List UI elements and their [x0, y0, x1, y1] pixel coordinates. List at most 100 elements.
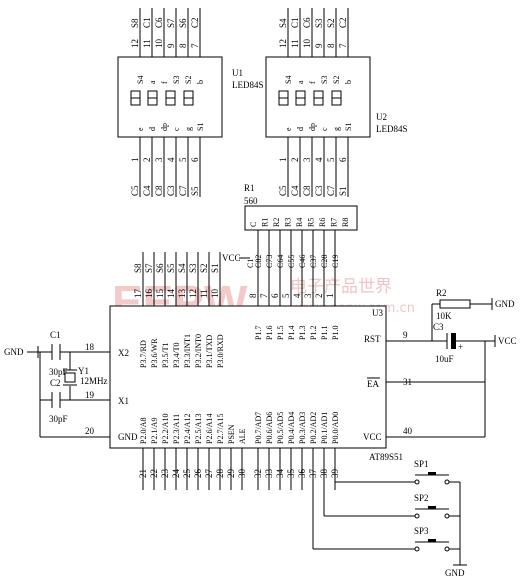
led-u2-inner-bottom-label: c: [320, 127, 329, 131]
p1-pin-name: P1.6: [265, 326, 274, 340]
bottom-pin-number: 30: [237, 469, 247, 479]
led-u2-inner-top-label: S2: [332, 76, 341, 84]
p2-pin-name: P2.4/A12: [183, 414, 192, 444]
watermark-cn-text: 电子产品世界: [290, 277, 392, 297]
led-u2-bottom-net-label: S1: [338, 186, 348, 196]
led-u2-top-pin-number: 9: [314, 43, 324, 48]
p1-pin-name: P1.2: [309, 326, 318, 340]
r1-pin-label: R1: [261, 218, 270, 227]
led-u1-inner-top-label: S2: [184, 76, 193, 84]
led-u2-inner-bottom-label: e: [284, 127, 293, 131]
p0-pin-name: P0.6/AD6: [265, 412, 274, 444]
led-u2-bottom-net-label: C5: [278, 185, 288, 196]
bottom-pin-number: 35: [286, 469, 296, 479]
bottom-pin-number: 25: [182, 469, 192, 479]
led-u1-inner-top-label: a: [148, 80, 157, 84]
p3-pin-name: P3.2/INT0: [194, 334, 203, 368]
y1-value: 12MHz: [80, 376, 108, 386]
rn-net-label: C1: [246, 259, 255, 268]
bottom-pin-number: 33: [264, 469, 274, 479]
pin-19-label: 19: [85, 390, 95, 400]
mcu-u3-body: [109, 305, 387, 449]
led-u2-inner-top-label: S3: [320, 76, 329, 84]
r1-pin-label: R6: [318, 218, 327, 227]
bottom-pin-number: 21: [138, 469, 148, 478]
r1-pin-label: R3: [284, 218, 293, 227]
bottom-pin-number: 38: [319, 469, 329, 479]
c3-value: 10uF: [435, 354, 454, 364]
r1-value: 560: [244, 196, 258, 206]
led-u1-inner-bottom-label: d: [148, 127, 157, 131]
sp3-contact-left: [414, 546, 420, 552]
led-u2-top-net-label: S3: [314, 18, 324, 28]
led-u1-name: U1: [232, 68, 243, 78]
p0-pin-name: P0.0/AD0: [331, 412, 340, 444]
r2-body: [439, 299, 471, 309]
bottom-pin-number: 37: [308, 469, 318, 479]
led-u1-bottom-pin-number: 5: [178, 157, 188, 162]
p3-pin-number: 14: [166, 289, 176, 299]
led-u1-bottom-net-label: S5: [190, 186, 200, 196]
mcu-vcc-label: VCC: [363, 432, 382, 442]
led-u1-top-net-label: C6: [154, 17, 164, 28]
led-u2-inner-bottom-label: g: [332, 127, 341, 131]
r2-value: 10K: [436, 311, 452, 321]
p3-pin-name: P3.5/T1: [161, 342, 170, 368]
bottom-pin-number: 36: [297, 469, 307, 479]
led-u1-top-net-label: S6: [178, 18, 188, 28]
led-u1-bottom-pin-number: 6: [190, 157, 200, 162]
p3-net-label: S6: [155, 263, 165, 273]
p1-pin-number: 6: [270, 293, 280, 298]
p1-pin-name: P1.0: [331, 326, 340, 340]
p2-pin-name: ALE: [238, 428, 247, 444]
mcu-rst-label: RST: [364, 334, 381, 344]
led-u1-bottom-net-label: C7: [178, 185, 188, 196]
oscillator-circuit: X2 X1 GND 18 19 20 GND C1 30pF C2 30pF Y…: [4, 330, 138, 442]
p1-pin-number: 5: [281, 293, 291, 298]
p1-pin-number: 8: [248, 293, 258, 298]
pin-20-label: 20: [85, 426, 95, 436]
led-u1-top-net-label: S7: [166, 18, 176, 28]
led-u1-top-net-label: C1: [142, 17, 152, 28]
led-u2-top-pin-number: 11: [290, 39, 300, 48]
led-u1-top-pin-number: 9: [166, 43, 176, 48]
led-u1-inner-top-label: S3: [172, 76, 181, 84]
p0-pin-name: P0.4/AD4: [287, 412, 296, 444]
c2-value: 30pF: [49, 414, 68, 424]
p3-net-label: S5: [166, 263, 176, 273]
mcu-u3-part: AT89S51: [369, 452, 403, 462]
p0-pin-name: P0.2/AD2: [309, 412, 318, 444]
p1-pin-number: 2: [314, 294, 324, 299]
led-u2-bottom-net-label: C8: [302, 185, 312, 196]
p3-pin-name: P3.3/INT1: [183, 334, 192, 368]
p2-pin-name: P2.1/A9: [150, 418, 159, 444]
r1-name: R1: [244, 183, 255, 193]
sp2-button-cap: [428, 506, 436, 509]
p2-pin-name: P2.0/A8: [139, 418, 148, 444]
mcu-gnd-label: GND: [118, 432, 138, 442]
p3-pin-number: 16: [144, 289, 154, 299]
p1-pin-number: 3: [303, 293, 313, 298]
c1-name: C1: [50, 330, 61, 340]
led-u2-top-pin-number: 10: [302, 39, 312, 49]
led-u1-bottom-pin-number: 1: [130, 158, 140, 163]
bottom-pin-number: 39: [330, 469, 340, 479]
gnd-label-bottom: GND: [445, 568, 465, 578]
p2-pin-name: P2.3/A11: [172, 414, 181, 444]
led-u2-inner-top-label: S4: [284, 76, 293, 84]
reset-circuit: RST EA VCC 9 31 40 GND R2 10K C3 10uF + …: [363, 288, 517, 442]
pin-40-label: 40: [403, 426, 413, 436]
led-u1-top-pin-number: 8: [178, 43, 188, 48]
p0-pin-name: P0.3/AD3: [298, 412, 307, 444]
sp1-contact-right: [444, 479, 450, 485]
led-u1-inner-top-label: S4: [136, 76, 145, 84]
mcu-ea-label: EA: [367, 379, 379, 389]
vcc-label-right: VCC: [498, 336, 517, 346]
